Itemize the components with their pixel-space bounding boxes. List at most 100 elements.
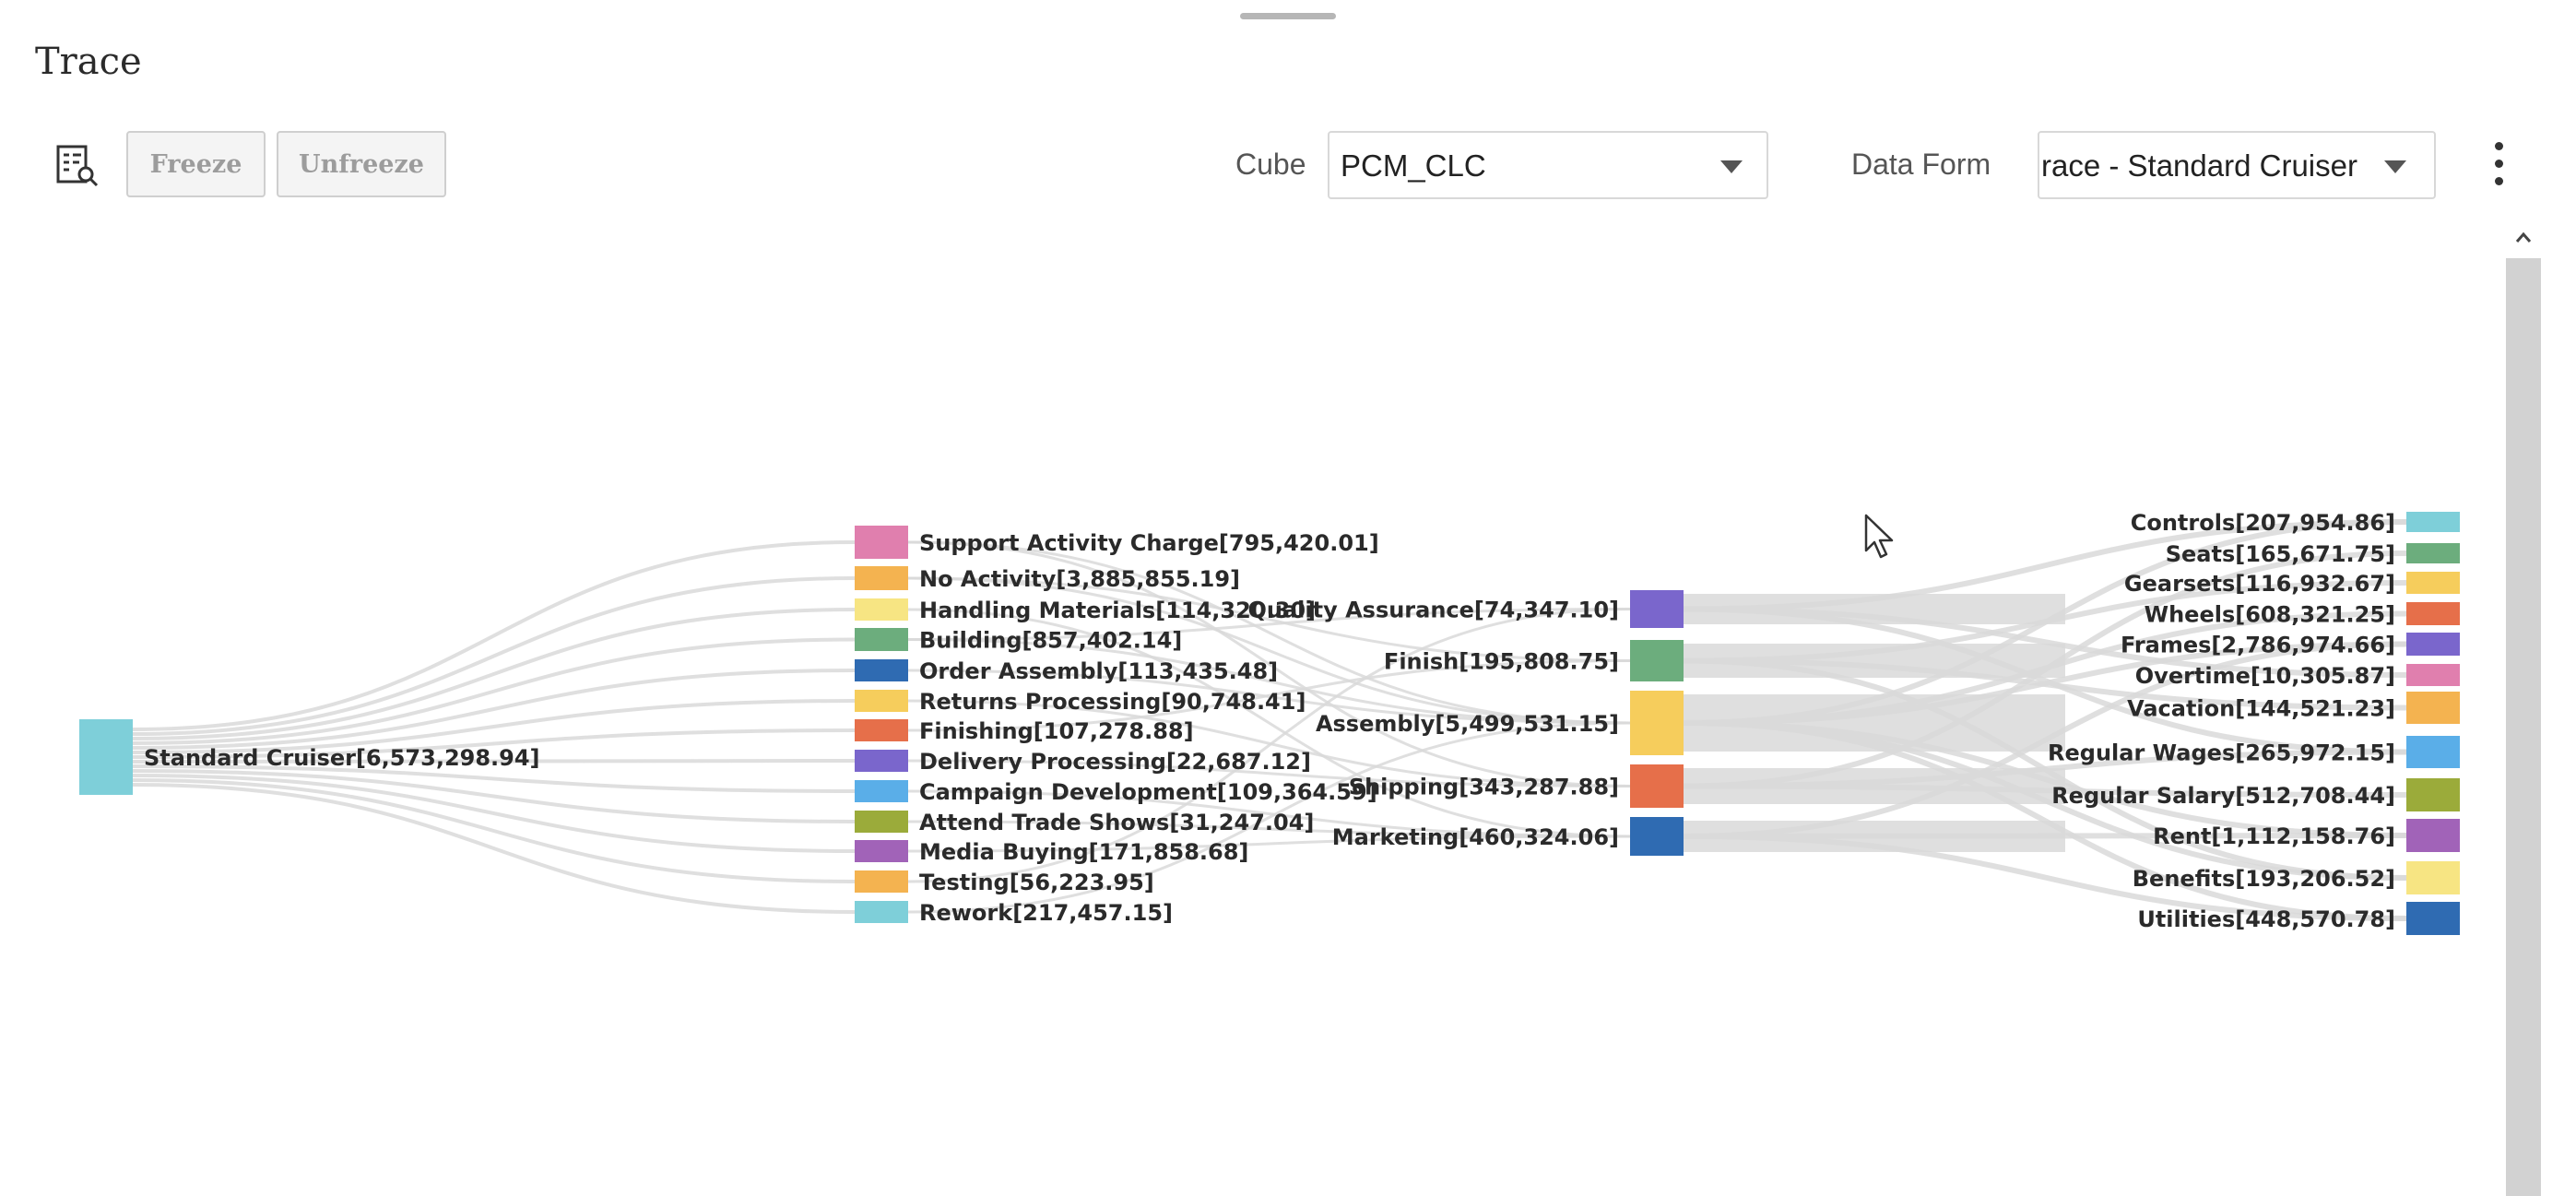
sankey-node-label: Rent[1,112,158.76] [2153,823,2395,849]
sankey-node-label: Delivery Processing[22,687.12] [919,749,1311,775]
sankey-link [132,774,856,853]
sankey-node[interactable] [1630,590,1684,628]
sankey-node-label: Wheels[608,321.25] [2145,602,2395,628]
sankey-chart: Standard Cruiser[6,573,298.94] Support Ac… [79,510,2460,935]
sankey-node[interactable] [855,780,908,802]
sankey-node-label: Standard Cruiser[6,573,298.94] [144,745,540,771]
sankey-node-label: Finishing[107,278.88] [919,718,1194,744]
trace-report-icon[interactable] [55,144,100,188]
sankey-node[interactable] [855,719,908,741]
sankey-node[interactable] [1630,764,1684,808]
sankey-node[interactable] [2406,861,2460,894]
sankey-link [907,789,1631,838]
sankey-node[interactable] [2406,664,2460,686]
sankey-node[interactable] [855,901,908,923]
sankey-link [907,659,1631,732]
cube-select-value: PCM_CLC [1341,148,1486,183]
panel-title: Trace [35,41,142,83]
sankey-node[interactable] [855,598,908,621]
sankey-node[interactable] [2406,819,2460,852]
sankey-node-label: Marketing[460,324.06] [1332,824,1619,850]
sankey-node-label: Gearsets[116,932.67] [2124,571,2395,597]
sankey-node[interactable] [1630,817,1684,856]
sankey-link [907,608,1631,883]
sankey-node[interactable] [2406,633,2460,656]
sankey-link [132,669,856,750]
cube-select[interactable]: PCM_CLC [1328,131,1768,199]
panel-resize-handle[interactable] [1240,13,1336,19]
sankey-node-label: Rework[217,457.15] [919,900,1173,926]
sankey-node-label: Vacation[144,521.23] [2127,696,2395,722]
data-form-select[interactable]: race - Standard Cruiser [2038,131,2436,199]
sankey-node[interactable] [2406,572,2460,594]
chevron-down-icon [2384,160,2406,173]
unfreeze-button[interactable]: Unfreeze [277,131,446,197]
sankey-link [132,637,856,745]
sankey-node[interactable] [2406,543,2460,563]
sankey-node[interactable] [2406,602,2460,625]
sankey-node-label: Media Buying[171,858.68] [919,839,1248,865]
mouse-cursor-icon [1864,514,1894,559]
freeze-button[interactable]: Freeze [126,131,266,197]
sankey-link [907,576,1631,725]
sankey-node[interactable] [855,840,908,862]
sankey-link [907,835,1631,853]
sankey-link [132,778,856,883]
sankey-node-label: Finish[195,808.75] [1384,649,1619,675]
data-form-label: Data Form [1851,148,1991,181]
sankey-node[interactable] [855,750,908,772]
sankey-node[interactable] [855,628,908,651]
sankey-node-label: Building[857,402.14] [919,628,1182,654]
sankey-node[interactable] [2406,902,2460,935]
sankey-node-label: Returns Processing[90,748.41] [919,689,1306,715]
scrollbar-thumb[interactable] [2506,258,2541,1196]
cube-label: Cube [1235,148,1306,181]
kebab-menu-icon[interactable] [2489,140,2508,188]
sankey-node-label: Benefits[193,206.52] [2133,866,2395,892]
data-form-select-value: race - Standard Cruiser [2041,148,2357,183]
sankey-node[interactable] [2406,736,2460,768]
sankey-link [132,540,856,731]
sankey-link [907,540,1631,787]
sankey-links [132,519,2407,921]
sankey-link [132,608,856,740]
sankey-node[interactable] [855,870,908,893]
sankey-node[interactable] [2406,512,2460,532]
sankey-link [132,728,856,759]
sankey-link [907,759,1631,787]
sankey-link [907,638,1631,725]
sankey-node[interactable] [1630,640,1684,681]
sankey-link [132,576,856,736]
sankey-node[interactable] [855,659,908,681]
sankey-node-label: Regular Wages[265,972.15] [2048,740,2395,766]
sankey-link [132,764,856,793]
sankey-node-label: Testing[56,223.95] [919,870,1154,895]
sankey-node-label: Overtime[10,305.87] [2135,663,2395,689]
sankey-link [907,608,1631,838]
sankey-node-label: Support Activity Charge[795,420.01] [919,530,1379,556]
sankey-node[interactable] [2406,778,2460,811]
sankey-link [907,540,1631,725]
sankey-link [907,576,1631,662]
sankey-node[interactable] [855,690,908,712]
sankey-node[interactable] [855,526,908,559]
sankey-link [132,783,856,914]
sankey-link [907,721,1631,914]
sankey-node-label: Regular Salary[512,708.44] [2051,783,2395,809]
sankey-nodes: Standard Cruiser[6,573,298.94] Support Ac… [79,510,2460,935]
sankey-node-label: Handling Materials[114,320.30] [919,598,1316,623]
chevron-down-icon [1720,160,1743,173]
sankey-node[interactable] [1630,691,1684,755]
sankey-link [132,699,856,754]
sankey-node-label: Assembly[5,499,531.15] [1316,711,1619,737]
sankey-node[interactable] [79,719,133,795]
scroll-up-icon[interactable] [2514,229,2533,247]
sankey-node-label: Attend Trade Shows[31,247.04] [919,810,1314,835]
sankey-node[interactable] [855,566,908,590]
sankey-link [132,759,856,764]
sankey-node[interactable] [855,811,908,833]
sankey-link [907,820,1631,838]
sankey-node-label: Quality Assurance[74,347.10] [1247,598,1619,623]
sankey-node-label: No Activity[3,885,855.19] [919,566,1240,592]
sankey-node[interactable] [2406,692,2460,724]
